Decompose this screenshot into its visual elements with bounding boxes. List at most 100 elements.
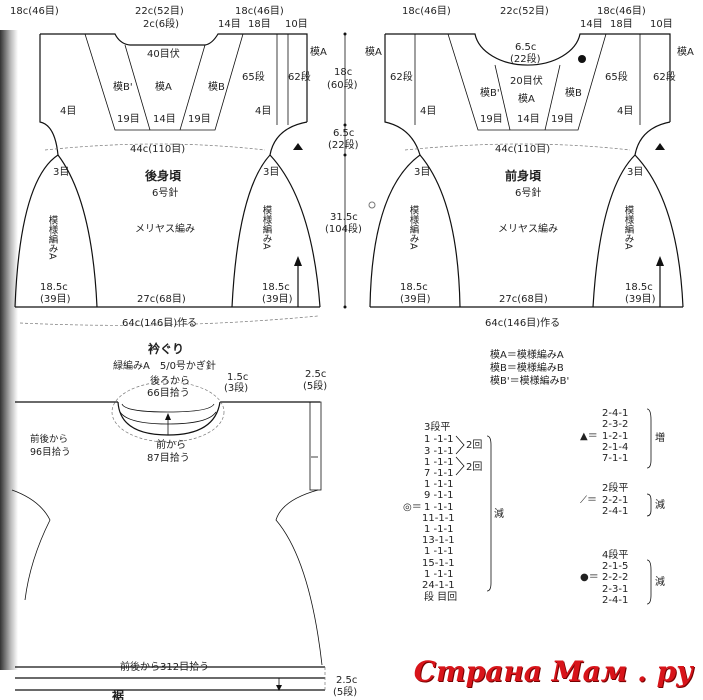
svg-text:模B: 模B [565, 87, 582, 99]
svg-text:(39目): (39目) [400, 294, 431, 305]
svg-text:模様編みA: 模様編みA [623, 204, 635, 250]
svg-text:2-3-1: 2-3-1 [602, 584, 628, 595]
svg-text:(5段): (5段) [333, 685, 357, 698]
svg-text:18.5c: 18.5c [400, 282, 428, 293]
decrease-circle-table: ◎＝ 3段平 1 -1-1 3 -1-1 1 -1-1 7 -1-1 1 -1-… [403, 420, 504, 603]
svg-text:2-3-2: 2-3-2 [602, 419, 628, 430]
svg-text:(60段): (60段) [327, 78, 358, 91]
neck-depth: 2c(6段) [143, 17, 179, 30]
triangle-mark-icon [293, 143, 303, 150]
front-labels: 18c(46目) 22c(52目) 18c(46目) 14目 18目 10目 6… [365, 6, 694, 329]
svg-text:模B＝模様編みB: 模B＝模様編みB [490, 361, 564, 374]
svg-text:1 -1-1: 1 -1-1 [424, 546, 453, 557]
svg-text:3段平: 3段平 [424, 420, 450, 433]
dim-top-left: 18c(46目) [10, 6, 59, 17]
svg-text:1-2-1: 1-2-1 [602, 431, 628, 442]
finishing-labels: 衿ぐり 緑編みA 5/0号かぎ針 後ろから 66目拾う 前から 87目拾う 1.… [30, 341, 357, 700]
svg-text:(39目): (39目) [40, 294, 71, 305]
svg-text:7 -1-1: 7 -1-1 [424, 468, 453, 479]
svg-text:3目: 3目 [53, 167, 69, 178]
svg-text:模B': 模B' [113, 81, 133, 93]
svg-text:3目: 3目 [263, 167, 279, 178]
svg-text:メリヤス編み: メリヤス編み [135, 222, 195, 235]
svg-text:19目: 19目 [551, 114, 574, 125]
svg-text:18.5c: 18.5c [40, 282, 68, 293]
svg-text:メリヤス編み: メリヤス編み [498, 222, 558, 235]
svg-text:4目: 4目 [60, 106, 76, 117]
svg-text:6.5c: 6.5c [515, 42, 536, 53]
svg-text:模様編みA: 模様編みA [408, 204, 420, 250]
svg-text:19目: 19目 [188, 114, 211, 125]
svg-text:緑編みA 5/0号かぎ針: 緑編みA 5/0号かぎ針 [113, 359, 216, 372]
svg-text:(104段): (104段) [325, 222, 362, 235]
watermark-logo: Страна Мам . ру [413, 655, 693, 688]
svg-text:1.5c: 1.5c [227, 372, 248, 383]
svg-text:(22段): (22段) [510, 52, 541, 65]
svg-text:31.5c: 31.5c [330, 212, 358, 223]
svg-text:模A: 模A [310, 46, 327, 58]
svg-text:3目: 3目 [627, 167, 643, 178]
svg-text:13-1-1: 13-1-1 [422, 535, 455, 546]
svg-text:6号針: 6号針 [152, 186, 178, 199]
svg-text:減: 減 [494, 507, 504, 520]
svg-text:2.5c: 2.5c [305, 369, 326, 380]
svg-text:3目: 3目 [414, 167, 430, 178]
svg-text:2-2-2: 2-2-2 [602, 572, 628, 583]
svg-text:66目拾う: 66目拾う [147, 386, 190, 399]
back-labels: 18c(46目) 22c(52目) 18c(46目) 2c(6段) 14目 18… [10, 6, 327, 329]
finishing-diagram [11, 381, 326, 691]
svg-text:22c(52目): 22c(52目) [500, 6, 549, 17]
svg-text:4段平: 4段平 [602, 548, 628, 561]
svg-text:1 -1-1: 1 -1-1 [424, 434, 453, 445]
svg-text:62段: 62段 [653, 70, 676, 83]
svg-text:▲＝: ▲＝ [580, 431, 598, 442]
svg-text:減: 減 [655, 575, 665, 588]
svg-text:9 -1-1: 9 -1-1 [424, 490, 453, 501]
svg-text:(3段): (3段) [224, 381, 248, 394]
svg-text:◎＝: ◎＝ [403, 502, 422, 513]
front-title: 前身頃 [505, 168, 542, 183]
svg-text:模A＝模様編みA: 模A＝模様編みA [490, 348, 564, 361]
svg-text:1 -1-1: 1 -1-1 [424, 569, 453, 580]
svg-text:模B: 模B [208, 81, 225, 93]
circle-mark-icon [368, 201, 376, 209]
svg-text:模様編みA: 模様編みA [47, 214, 59, 260]
dim-top-right: 18c(46目) [235, 6, 284, 17]
svg-text:4目: 4目 [617, 106, 633, 117]
svg-text:7-1-1: 7-1-1 [602, 453, 628, 464]
svg-text:19目: 19目 [117, 114, 140, 125]
svg-text:2回: 2回 [466, 461, 482, 473]
svg-text:62段: 62段 [288, 70, 311, 83]
svg-text:模A: 模A [518, 93, 535, 105]
svg-text:10目: 10目 [650, 19, 673, 30]
svg-text:3 -1-1: 3 -1-1 [424, 446, 453, 457]
decrease-slash-table: ⟋＝ 2段平 2-2-1 2-4-1 減 [580, 481, 665, 517]
svg-text:模様編みA: 模様編みA [261, 204, 273, 250]
triangle-mark-icon [655, 143, 665, 150]
svg-text:段 目回: 段 目回 [424, 590, 457, 603]
dim-top-center: 22c(52目) [135, 6, 184, 17]
svg-text:2.5c: 2.5c [336, 675, 357, 686]
svg-text:44c(110目): 44c(110目) [130, 144, 185, 155]
svg-text:18c(46目): 18c(46目) [402, 6, 451, 17]
svg-text:18目: 18目 [248, 19, 271, 30]
vertical-dim-labels: 18c (60段) 6.5c (22段) 31.5c (104段) [325, 67, 362, 235]
back-title: 後身頃 [145, 168, 182, 183]
svg-text:2-1-5: 2-1-5 [602, 561, 628, 572]
svg-text:模B': 模B' [480, 87, 500, 99]
svg-text:14目: 14目 [218, 19, 241, 30]
svg-text:2-4-1: 2-4-1 [602, 595, 628, 606]
svg-text:20目伏: 20目伏 [510, 74, 543, 87]
svg-text:14目: 14目 [517, 114, 540, 125]
svg-text:模A: 模A [155, 81, 172, 93]
svg-text:18目: 18目 [610, 19, 633, 30]
vertical-dimension [343, 32, 347, 309]
svg-text:4目: 4目 [420, 106, 436, 117]
svg-text:2-2-1: 2-2-1 [602, 495, 628, 506]
svg-text:4目: 4目 [255, 106, 271, 117]
svg-text:前から: 前から [156, 438, 186, 451]
hem-pickup-label: 前後から312目拾う [120, 660, 209, 673]
svg-text:18c(46目): 18c(46目) [597, 6, 646, 17]
svg-text:65段: 65段 [605, 70, 628, 83]
